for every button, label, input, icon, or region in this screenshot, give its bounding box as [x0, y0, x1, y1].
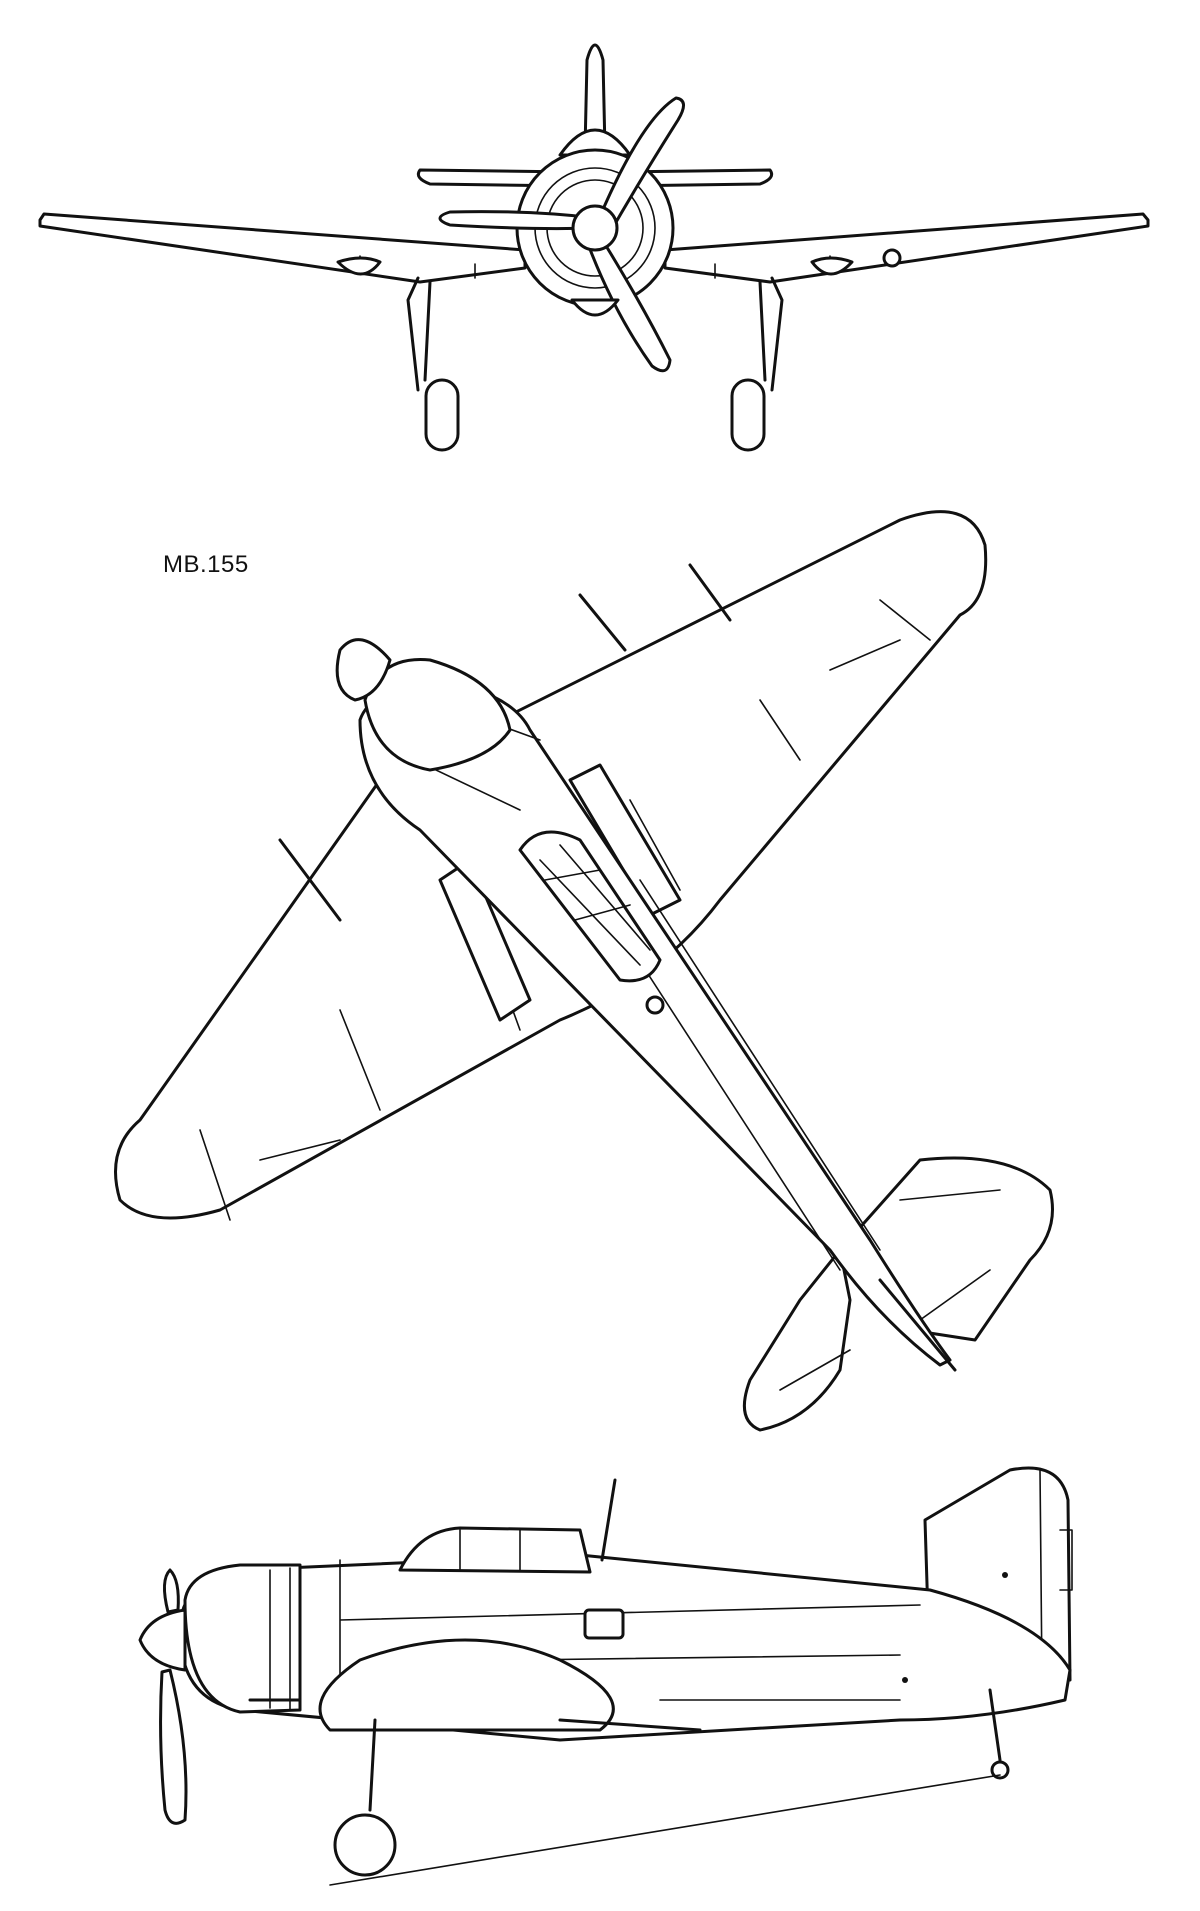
side-propeller-blade-top	[163, 1568, 180, 1614]
side-propeller-blade-bottom	[159, 1668, 188, 1825]
plan-cowling	[363, 658, 512, 772]
aircraft-designation-label: MB.155	[163, 551, 249, 578]
front-propeller-blade-left	[438, 210, 597, 231]
plan-left-gun	[278, 838, 342, 922]
side-wing	[318, 1638, 615, 1732]
front-view	[38, 43, 1150, 452]
plan-left-tailplane	[742, 1248, 852, 1432]
front-right-wheel	[730, 378, 766, 452]
plan-right-gun	[688, 563, 732, 622]
front-left-wing	[38, 212, 527, 284]
side-gear-leg	[368, 1718, 377, 1812]
side-tailwheel	[990, 1760, 1010, 1780]
side-antenna	[600, 1478, 617, 1562]
plan-spinner	[335, 638, 392, 702]
front-right-gear-leg	[758, 276, 784, 392]
side-canopy	[398, 1526, 592, 1574]
side-wheel	[333, 1813, 397, 1877]
front-intake	[570, 298, 620, 317]
plan-fuel-cap	[645, 995, 665, 1015]
side-hatch	[583, 1608, 625, 1640]
side-view	[138, 1466, 1073, 1886]
front-propeller-blade-bottom	[583, 226, 672, 373]
plan-canopy	[518, 830, 662, 983]
front-spinner	[571, 204, 619, 252]
side-cowling	[183, 1563, 302, 1714]
front-canopy	[558, 128, 632, 157]
front-propeller-blade-top	[593, 96, 685, 238]
front-left-wheel	[424, 378, 460, 452]
wing-light	[882, 248, 902, 268]
front-left-gear-leg	[406, 276, 432, 392]
side-tailwheel-leg	[988, 1688, 1002, 1762]
plan-center-gun	[578, 593, 627, 652]
side-spinner	[138, 1608, 187, 1672]
plan-view	[114, 510, 1054, 1432]
front-right-wing	[663, 212, 1150, 284]
